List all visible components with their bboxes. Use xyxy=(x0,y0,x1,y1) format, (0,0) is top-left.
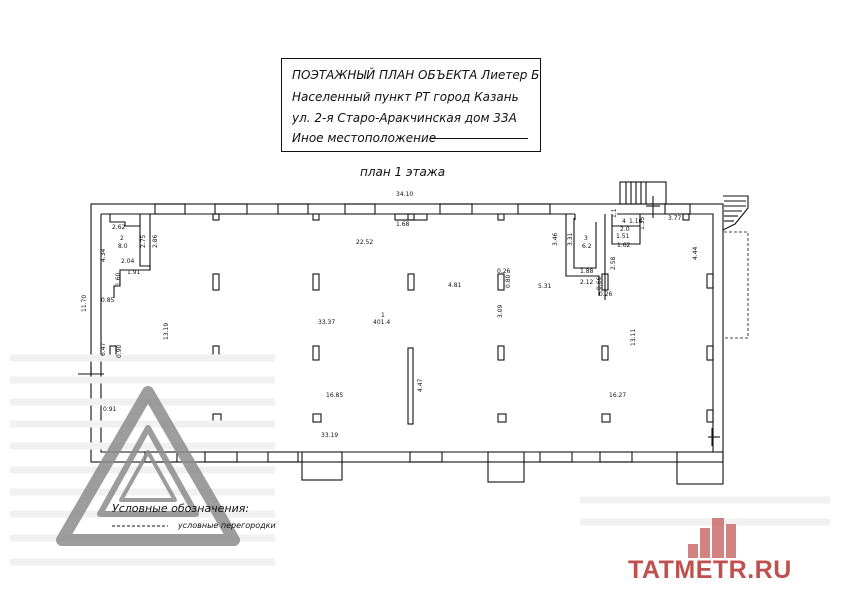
dim-label: 13.19 xyxy=(163,322,170,340)
dim-label: 22.52 xyxy=(356,239,374,246)
dim-label: 0.91 xyxy=(103,406,117,413)
stairs-right xyxy=(722,195,749,231)
dim-label: 6.47 xyxy=(100,342,107,356)
room-number: 2 xyxy=(120,235,124,242)
room-area: 401.4 xyxy=(373,319,391,326)
dim-label: 34.10 xyxy=(396,191,414,198)
dim-label: 2.62 xyxy=(112,224,126,231)
legend-title: Условные обозначения: xyxy=(112,502,250,515)
scan-stripes xyxy=(10,354,830,566)
title-block: ПОЭТАЖНЫЙ ПЛАН ОБЪЕКТА Лиетер Б Населенн… xyxy=(281,58,541,152)
watermark-brand: TATMETR.RU xyxy=(628,556,792,584)
porch-3 xyxy=(676,451,724,485)
dim-label: 1.88 xyxy=(580,268,594,275)
porch-1 xyxy=(301,451,343,481)
dim-label: 1.16 xyxy=(629,218,643,225)
room-3-walls xyxy=(565,214,600,296)
room-number: 3 xyxy=(584,235,588,242)
dim-label: 2.75 xyxy=(140,234,147,248)
dim-label: 0.90 xyxy=(116,344,123,358)
top-windows xyxy=(154,203,691,221)
dim-label: 13.11 xyxy=(630,328,637,346)
building-logo-icon xyxy=(688,518,736,558)
dim-label: 1.35 xyxy=(639,216,646,230)
dim-label: 4.81 xyxy=(448,282,462,289)
bottom-windows xyxy=(144,451,633,463)
room-area: 2.0 xyxy=(620,226,630,233)
legend-partitions-label: условные перегородки xyxy=(178,521,276,530)
dim-label: 1.60 xyxy=(115,272,122,286)
title-line-1: ПОЭТАЖНЫЙ ПЛАН ОБЪЕКТА Лиетер Б xyxy=(292,68,540,82)
dim-label: 1.1 xyxy=(611,208,618,218)
plan-title: план 1 этажа xyxy=(360,165,446,179)
dim-label: 2.12 xyxy=(580,279,594,286)
dim-label: 4.34 xyxy=(100,248,107,262)
title-line-2: Населенный пункт РТ город Казань xyxy=(292,90,519,104)
porch-2 xyxy=(487,451,525,483)
room-number: 4 xyxy=(622,218,626,225)
dim-label: 0.26 xyxy=(599,291,613,298)
room-4-walls xyxy=(604,214,641,300)
dim-label: 4.47 xyxy=(417,378,424,392)
dim-label: 16.85 xyxy=(326,392,344,399)
dim-label: 33.37 xyxy=(318,319,336,326)
dim-label: 33.19 xyxy=(321,432,339,439)
dim-label: 1.51 xyxy=(616,233,630,240)
dim-label: 11.70 xyxy=(81,294,88,312)
dim-label: 0.80 xyxy=(505,274,512,288)
dim-label: 2.86 xyxy=(152,234,159,248)
dim-label: 1.91 xyxy=(127,269,141,276)
dim-label: 16.27 xyxy=(609,392,627,399)
room-area: 8.0 xyxy=(118,243,128,250)
dim-label: 3.09 xyxy=(497,304,504,318)
dim-label: 2.58 xyxy=(610,256,617,270)
dim-label: 0.26 xyxy=(497,268,511,275)
dashed-partition xyxy=(724,231,749,339)
dim-label: 1.62 xyxy=(617,242,631,249)
dim-label: 3.46 xyxy=(552,232,559,246)
stairs-top xyxy=(619,181,667,205)
title-line-3: ул. 2-я Старо-Аракчинская дом 33А xyxy=(292,111,517,125)
room-2-walls xyxy=(109,214,151,298)
dim-label: 1.68 xyxy=(396,221,410,228)
outer-wall xyxy=(90,203,724,463)
dim-label: 3.77 xyxy=(668,215,682,222)
title-line-4: Иное местоположение xyxy=(292,131,437,145)
dim-label: 0.66 xyxy=(596,276,603,290)
wall-tabs xyxy=(212,213,714,423)
triangle-logo-icon xyxy=(56,386,240,546)
inner-wall xyxy=(100,213,714,453)
title-underline xyxy=(430,138,528,139)
dim-label: 3.31 xyxy=(567,232,574,246)
dim-label: 4.44 xyxy=(692,246,699,260)
room-area: 6.2 xyxy=(582,243,592,250)
room-number: 1 xyxy=(381,312,385,319)
dim-label: 0.85 xyxy=(101,297,115,304)
dim-label: 5.31 xyxy=(538,283,552,290)
dim-label: 2.04 xyxy=(121,258,135,265)
